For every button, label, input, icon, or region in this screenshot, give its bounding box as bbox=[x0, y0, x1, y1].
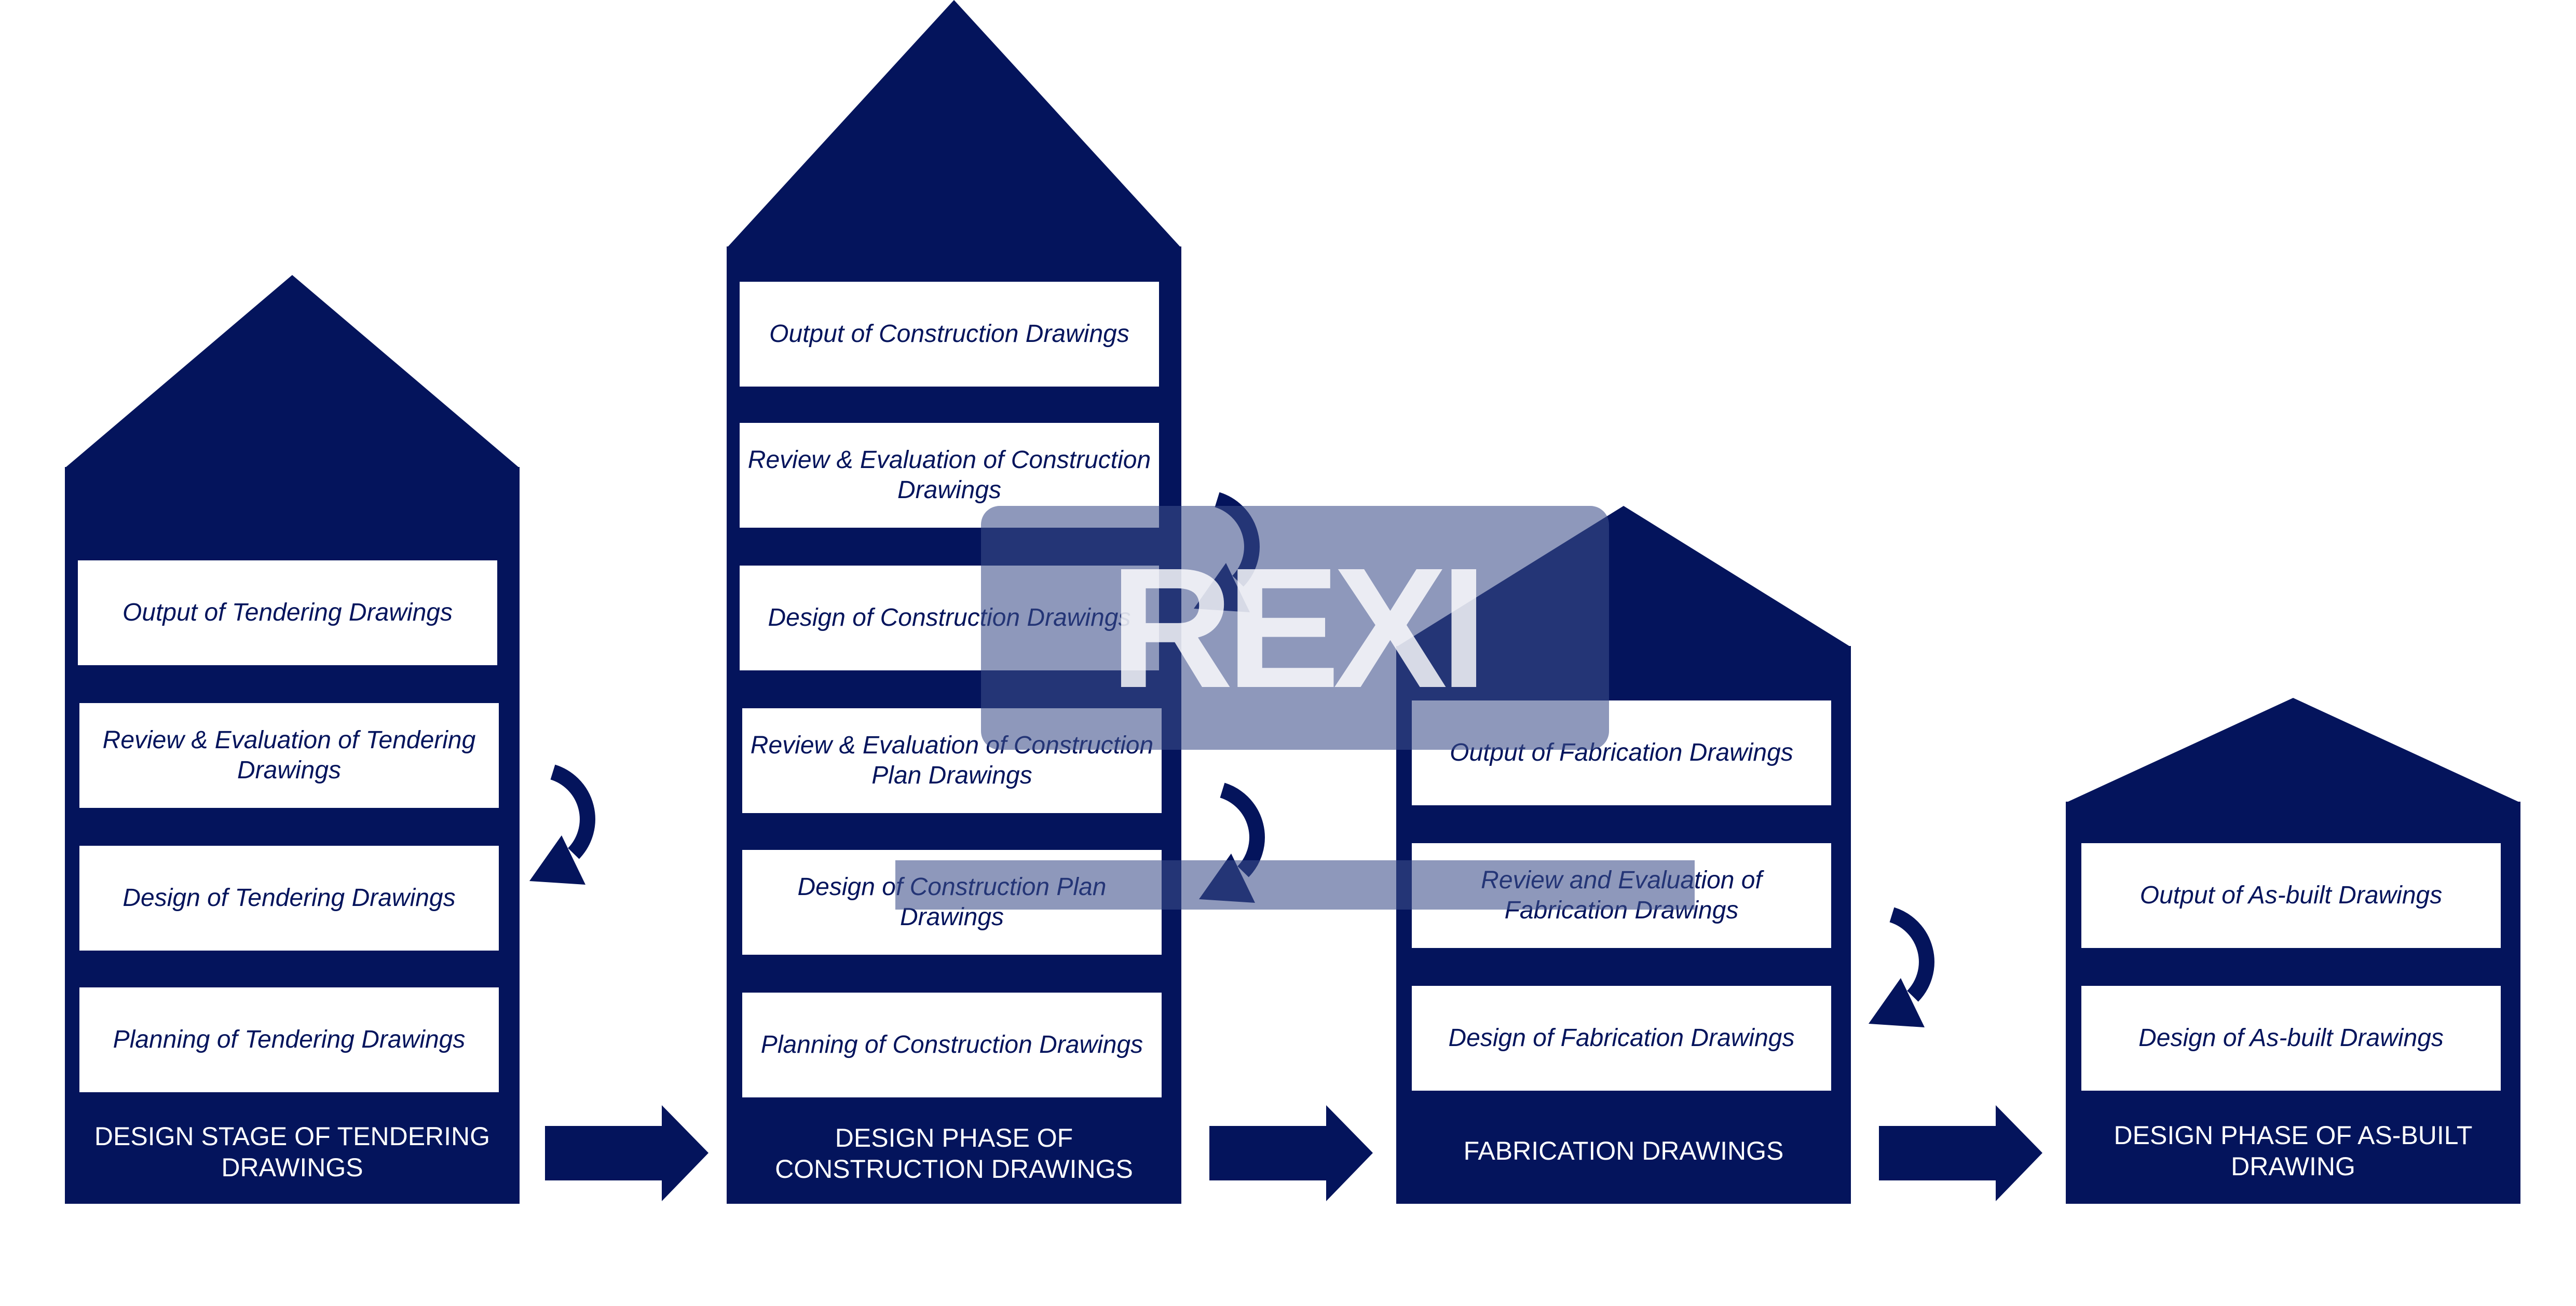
step-planning-construction: Planning of Construction Drawings bbox=[742, 993, 1162, 1097]
step-planning-tendering: Planning of Tendering Drawings bbox=[79, 987, 499, 1092]
right-arrow-icon bbox=[1209, 1105, 1373, 1201]
stage-construction: Output of Construction Drawings Review &… bbox=[727, 0, 1181, 1204]
stage-fabrication: Output of Fabrication Drawings Review an… bbox=[1396, 506, 1851, 1204]
right-arrow-icon bbox=[545, 1105, 708, 1201]
cycle-arrow-icon bbox=[1869, 907, 1934, 1027]
stage-label: FABRICATION DRAWINGS bbox=[1463, 1136, 1784, 1165]
step-output-construction: Output of Construction Drawings bbox=[740, 282, 1159, 387]
cycle-arrow-icon bbox=[529, 764, 595, 885]
watermark-logo: REXI bbox=[981, 506, 1609, 750]
stage-tendering: Output of Tendering Drawings Review & Ev… bbox=[65, 275, 520, 1204]
step-design-as-built: Design of As-built Drawings bbox=[2081, 986, 2501, 1091]
right-arrow-icon bbox=[1879, 1105, 2042, 1201]
step-output-fabrication: Output of Fabrication Drawings bbox=[1412, 700, 1831, 805]
stage-as-built: Output of As-built Drawings Design of As… bbox=[2066, 698, 2520, 1204]
roof-shape bbox=[727, 0, 1181, 248]
step-review-tendering: Review & Evaluation of Tendering Drawing… bbox=[79, 703, 499, 808]
stage-label: DESIGN PHASE OF CONSTRUCTION DRAWINGS bbox=[775, 1123, 1133, 1184]
step-design-fabrication: Design of Fabrication Drawings bbox=[1412, 986, 1831, 1091]
roof-shape bbox=[2066, 698, 2520, 803]
step-output-tendering: Output of Tendering Drawings bbox=[78, 560, 497, 665]
stage-label: DESIGN PHASE OF AS-BUILT DRAWING bbox=[2114, 1120, 2473, 1181]
step-output-as-built: Output of As-built Drawings bbox=[2081, 843, 2501, 948]
step-design-tendering: Design of Tendering Drawings bbox=[79, 846, 499, 951]
watermark-bar bbox=[895, 860, 1695, 910]
watermark-text: REXI bbox=[1109, 532, 1488, 723]
roof-shape bbox=[65, 275, 520, 468]
step-review-construction: Review & Evaluation of Construction Draw… bbox=[740, 423, 1159, 528]
stage-label: DESIGN STAGE OF TENDERING DRAWINGS bbox=[94, 1122, 490, 1182]
